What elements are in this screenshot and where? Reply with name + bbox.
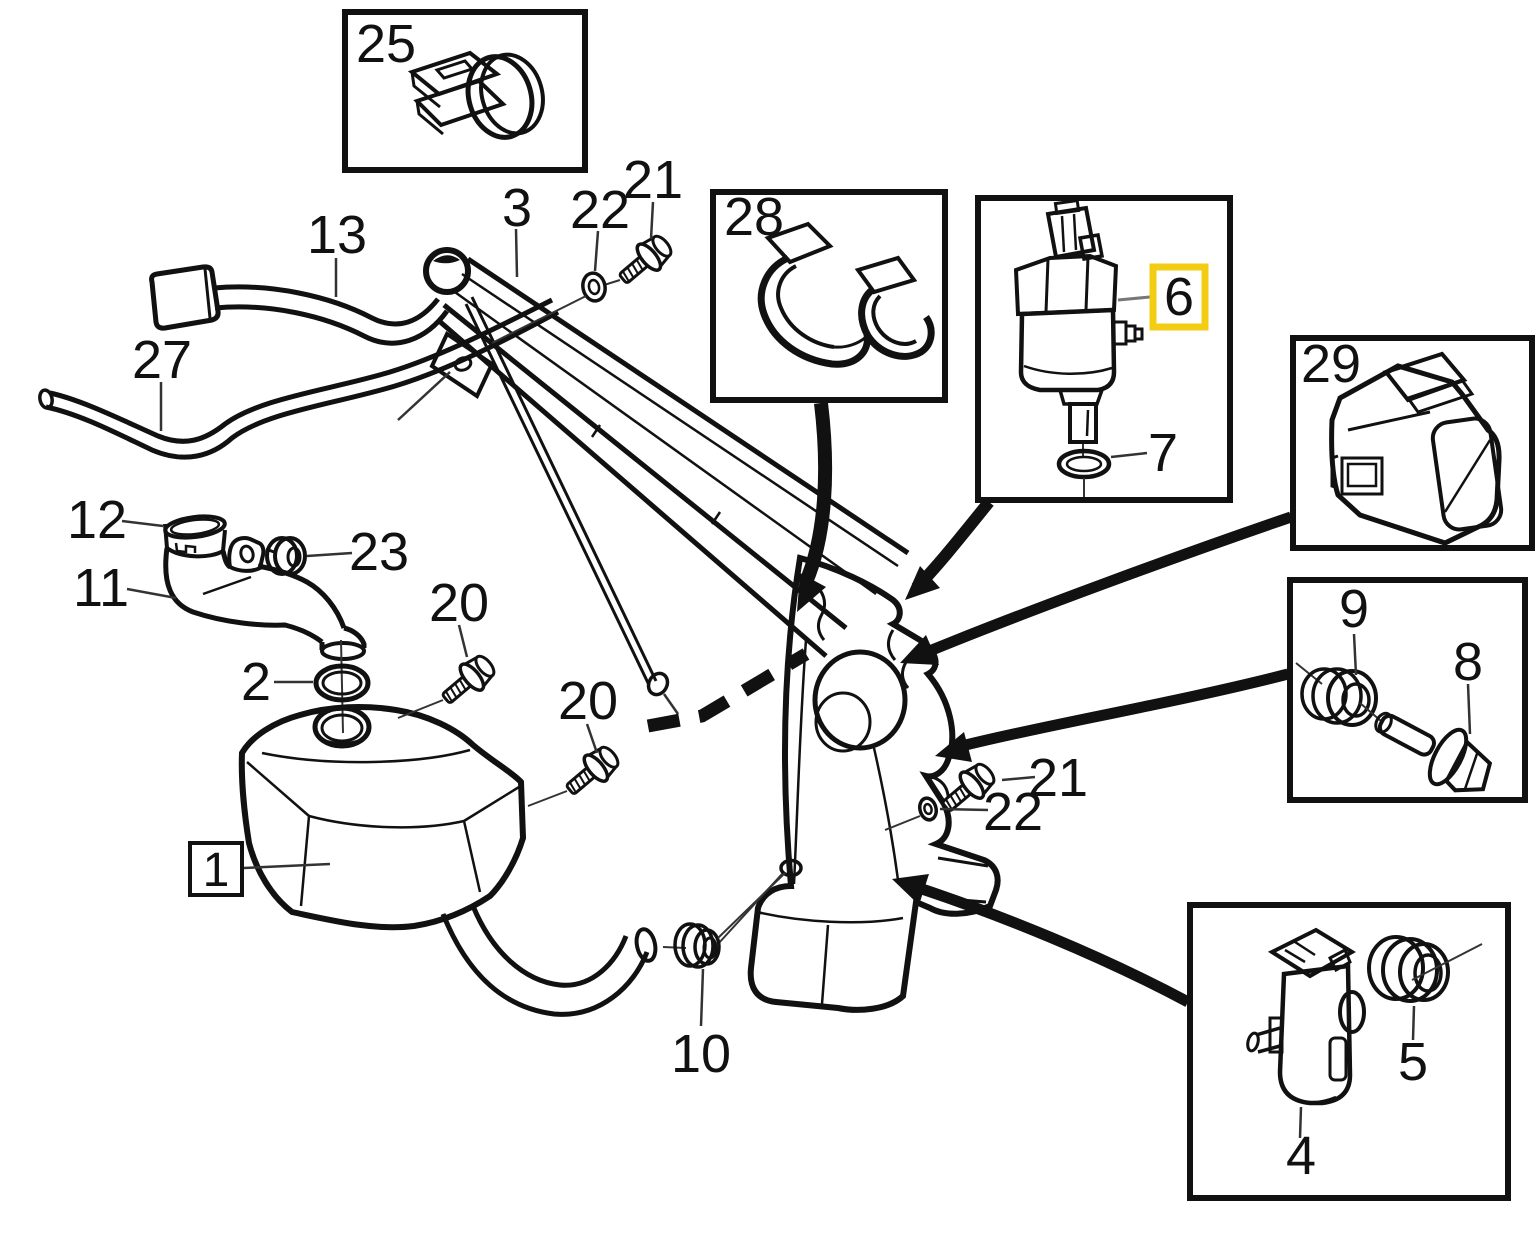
filler-neck-11 xyxy=(163,514,367,661)
inset-box-9-8 xyxy=(1287,577,1528,803)
callout-29: 29 xyxy=(1301,334,1361,394)
bolt-20-upper xyxy=(397,648,502,719)
boxed-callout-1: 1 xyxy=(188,841,244,897)
hose-13 xyxy=(149,264,450,346)
reservoir-tank-1 xyxy=(238,704,658,1017)
callout-12: 12 xyxy=(67,490,127,550)
callout-6: 6 xyxy=(1164,267,1194,327)
callout-20a: 20 xyxy=(429,573,489,633)
callout-27: 27 xyxy=(132,330,192,390)
inset-box-25 xyxy=(342,9,588,173)
callout-28: 28 xyxy=(724,187,784,247)
callout-8: 8 xyxy=(1453,632,1483,692)
callout-3: 3 xyxy=(502,178,532,238)
callout-10: 10 xyxy=(671,1024,731,1084)
inset-box-4-5 xyxy=(1187,902,1511,1201)
o-ring-2 xyxy=(313,639,371,734)
callout-21a: 21 xyxy=(623,150,683,210)
callout-2: 2 xyxy=(241,652,271,712)
callout-13: 13 xyxy=(307,205,367,265)
callout-22b: 22 xyxy=(983,782,1043,842)
washer-22-top xyxy=(491,271,607,344)
inset-box-29 xyxy=(1290,335,1535,551)
hose-27 xyxy=(38,297,560,460)
bolt-21-top xyxy=(603,228,679,294)
leader-lines xyxy=(121,201,1472,870)
bracket-strut-3 xyxy=(397,247,1001,1013)
callout-5: 5 xyxy=(1398,1032,1428,1092)
clip-23 xyxy=(265,536,307,576)
pointer-arrows xyxy=(797,402,1293,1007)
inset-box-28 xyxy=(710,189,948,403)
callout-20b: 20 xyxy=(558,671,618,731)
callout-1: 1 xyxy=(203,844,230,897)
callout-11: 11 xyxy=(73,558,129,618)
callout-7: 7 xyxy=(1148,423,1178,483)
callout-22a: 22 xyxy=(570,180,630,240)
bolt-20-lower xyxy=(527,739,626,807)
callout-21b: 21 xyxy=(1028,748,1088,808)
callout-25: 25 xyxy=(356,14,416,74)
inset-box-pump-6 xyxy=(975,195,1233,503)
callout-23: 23 xyxy=(349,522,409,582)
callout-4: 4 xyxy=(1286,1126,1316,1186)
callout-9: 9 xyxy=(1339,579,1369,639)
highlight-box-6 xyxy=(1149,263,1209,331)
callout-labels: 25 13 27 3 22 21 28 6 7 29 9 8 12 11 23 … xyxy=(67,14,1483,1186)
grommet-10 xyxy=(662,872,786,1027)
washer-22-mid xyxy=(884,796,938,831)
